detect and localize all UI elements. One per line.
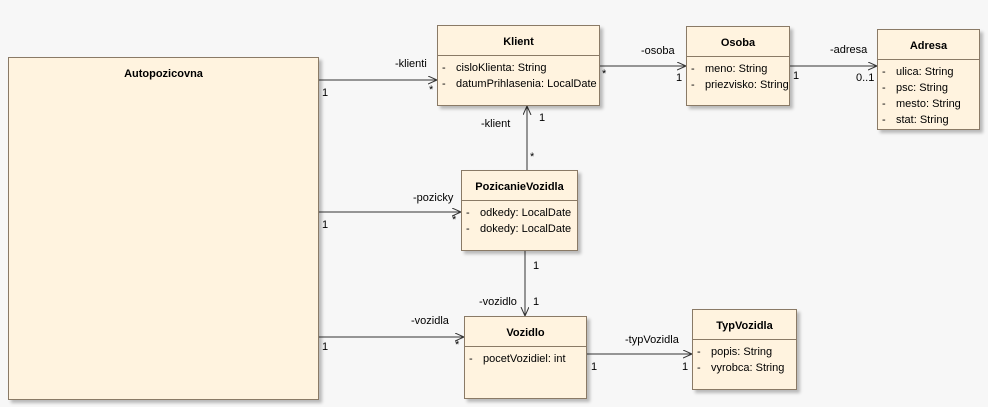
multiplicity-klient-source: * bbox=[530, 151, 535, 163]
attribute-list: -popis: String -vyrobca: String bbox=[693, 339, 796, 376]
attribute: -meno: String bbox=[691, 63, 768, 75]
role-label-vozidla: -vozidla bbox=[411, 315, 449, 327]
multiplicity-osoba-target: 1 bbox=[676, 72, 683, 84]
class-vozidlo[interactable]: Vozidlo -pocetVozidiel: int bbox=[464, 316, 587, 399]
attribute: -popis: String bbox=[697, 346, 773, 358]
attribute: -odkedy: LocalDate bbox=[466, 207, 572, 219]
multiplicity-pozicky-target: * bbox=[452, 214, 457, 226]
role-label-vozidlo: -vozidlo bbox=[479, 296, 517, 308]
class-name: Osoba bbox=[720, 37, 756, 49]
class-name: PozicanieVozidla bbox=[475, 181, 564, 193]
class-name: Adresa bbox=[909, 40, 948, 52]
class-name: Autopozicovna bbox=[124, 68, 203, 80]
multiplicity-klient-target: 1 bbox=[539, 112, 546, 124]
class-osoba[interactable]: Osoba -meno: String -priezvisko: String bbox=[686, 26, 790, 106]
attribute-list: -pocetVozidiel: int bbox=[465, 346, 586, 367]
attribute-list: -odkedy: LocalDate -dokedy: LocalDate bbox=[462, 200, 577, 237]
class-name: TypVozidla bbox=[716, 320, 773, 332]
attribute: -priezvisko: String bbox=[691, 79, 789, 91]
class-name: Klient bbox=[503, 36, 534, 48]
attribute: -psc: String bbox=[882, 82, 948, 94]
class-autopozicovna[interactable]: Autopozicovna bbox=[8, 57, 319, 400]
multiplicity-klienti-target: * bbox=[429, 84, 434, 96]
role-label-osoba: -osoba bbox=[641, 45, 675, 57]
class-klient[interactable]: Klient -cisloKlienta: String -datumPrihl… bbox=[437, 25, 600, 106]
role-label-adresa: -adresa bbox=[830, 44, 868, 56]
multiplicity-typ-vozidla-source: 1 bbox=[591, 361, 598, 373]
class-pozicanie-vozidla[interactable]: PozicanieVozidla -odkedy: LocalDate -dok… bbox=[461, 170, 578, 251]
attribute: -ulica: String bbox=[882, 66, 954, 78]
multiplicity-pozicky-source: 1 bbox=[322, 219, 329, 231]
attribute-list: -meno: String -priezvisko: String bbox=[687, 56, 789, 93]
multiplicity-klienti-source: 1 bbox=[322, 87, 329, 99]
class-name: Vozidlo bbox=[506, 327, 545, 339]
class-adresa[interactable]: Adresa -ulica: String -psc: String -mest… bbox=[877, 29, 980, 130]
attribute: -datumPrihlasenia: LocalDate bbox=[442, 78, 597, 90]
multiplicity-adresa-source: 1 bbox=[793, 70, 800, 82]
role-label-klienti: -klienti bbox=[395, 58, 427, 70]
attribute-list: -ulica: String -psc: String -mesto: Stri… bbox=[878, 59, 979, 128]
multiplicity-adresa-target: 0..1 bbox=[856, 72, 875, 84]
role-label-pozicky: -pozicky bbox=[413, 192, 454, 204]
multiplicity-vozidla-target: * bbox=[455, 339, 460, 351]
attribute: -cisloKlienta: String bbox=[442, 62, 547, 74]
attribute: -vyrobca: String bbox=[697, 362, 785, 374]
multiplicity-vozidlo-source: 1 bbox=[533, 260, 540, 272]
multiplicity-typ-vozidla-target: 1 bbox=[682, 361, 689, 373]
class-typ-vozidla[interactable]: TypVozidla -popis: String -vyrobca: Stri… bbox=[692, 309, 797, 390]
attribute-list: -cisloKlienta: String -datumPrihlasenia:… bbox=[438, 55, 599, 92]
role-label-klient: -klient bbox=[481, 118, 511, 130]
attribute: -mesto: String bbox=[882, 98, 961, 110]
attribute: -dokedy: LocalDate bbox=[466, 223, 572, 235]
multiplicity-vozidlo-target: 1 bbox=[533, 296, 540, 308]
multiplicity-osoba-source: * bbox=[602, 68, 607, 80]
multiplicity-vozidla-source: 1 bbox=[322, 341, 329, 353]
attribute: -stat: String bbox=[882, 114, 949, 126]
attribute: -pocetVozidiel: int bbox=[469, 353, 566, 365]
role-label-typ-vozidla: -typVozidla bbox=[625, 334, 679, 346]
